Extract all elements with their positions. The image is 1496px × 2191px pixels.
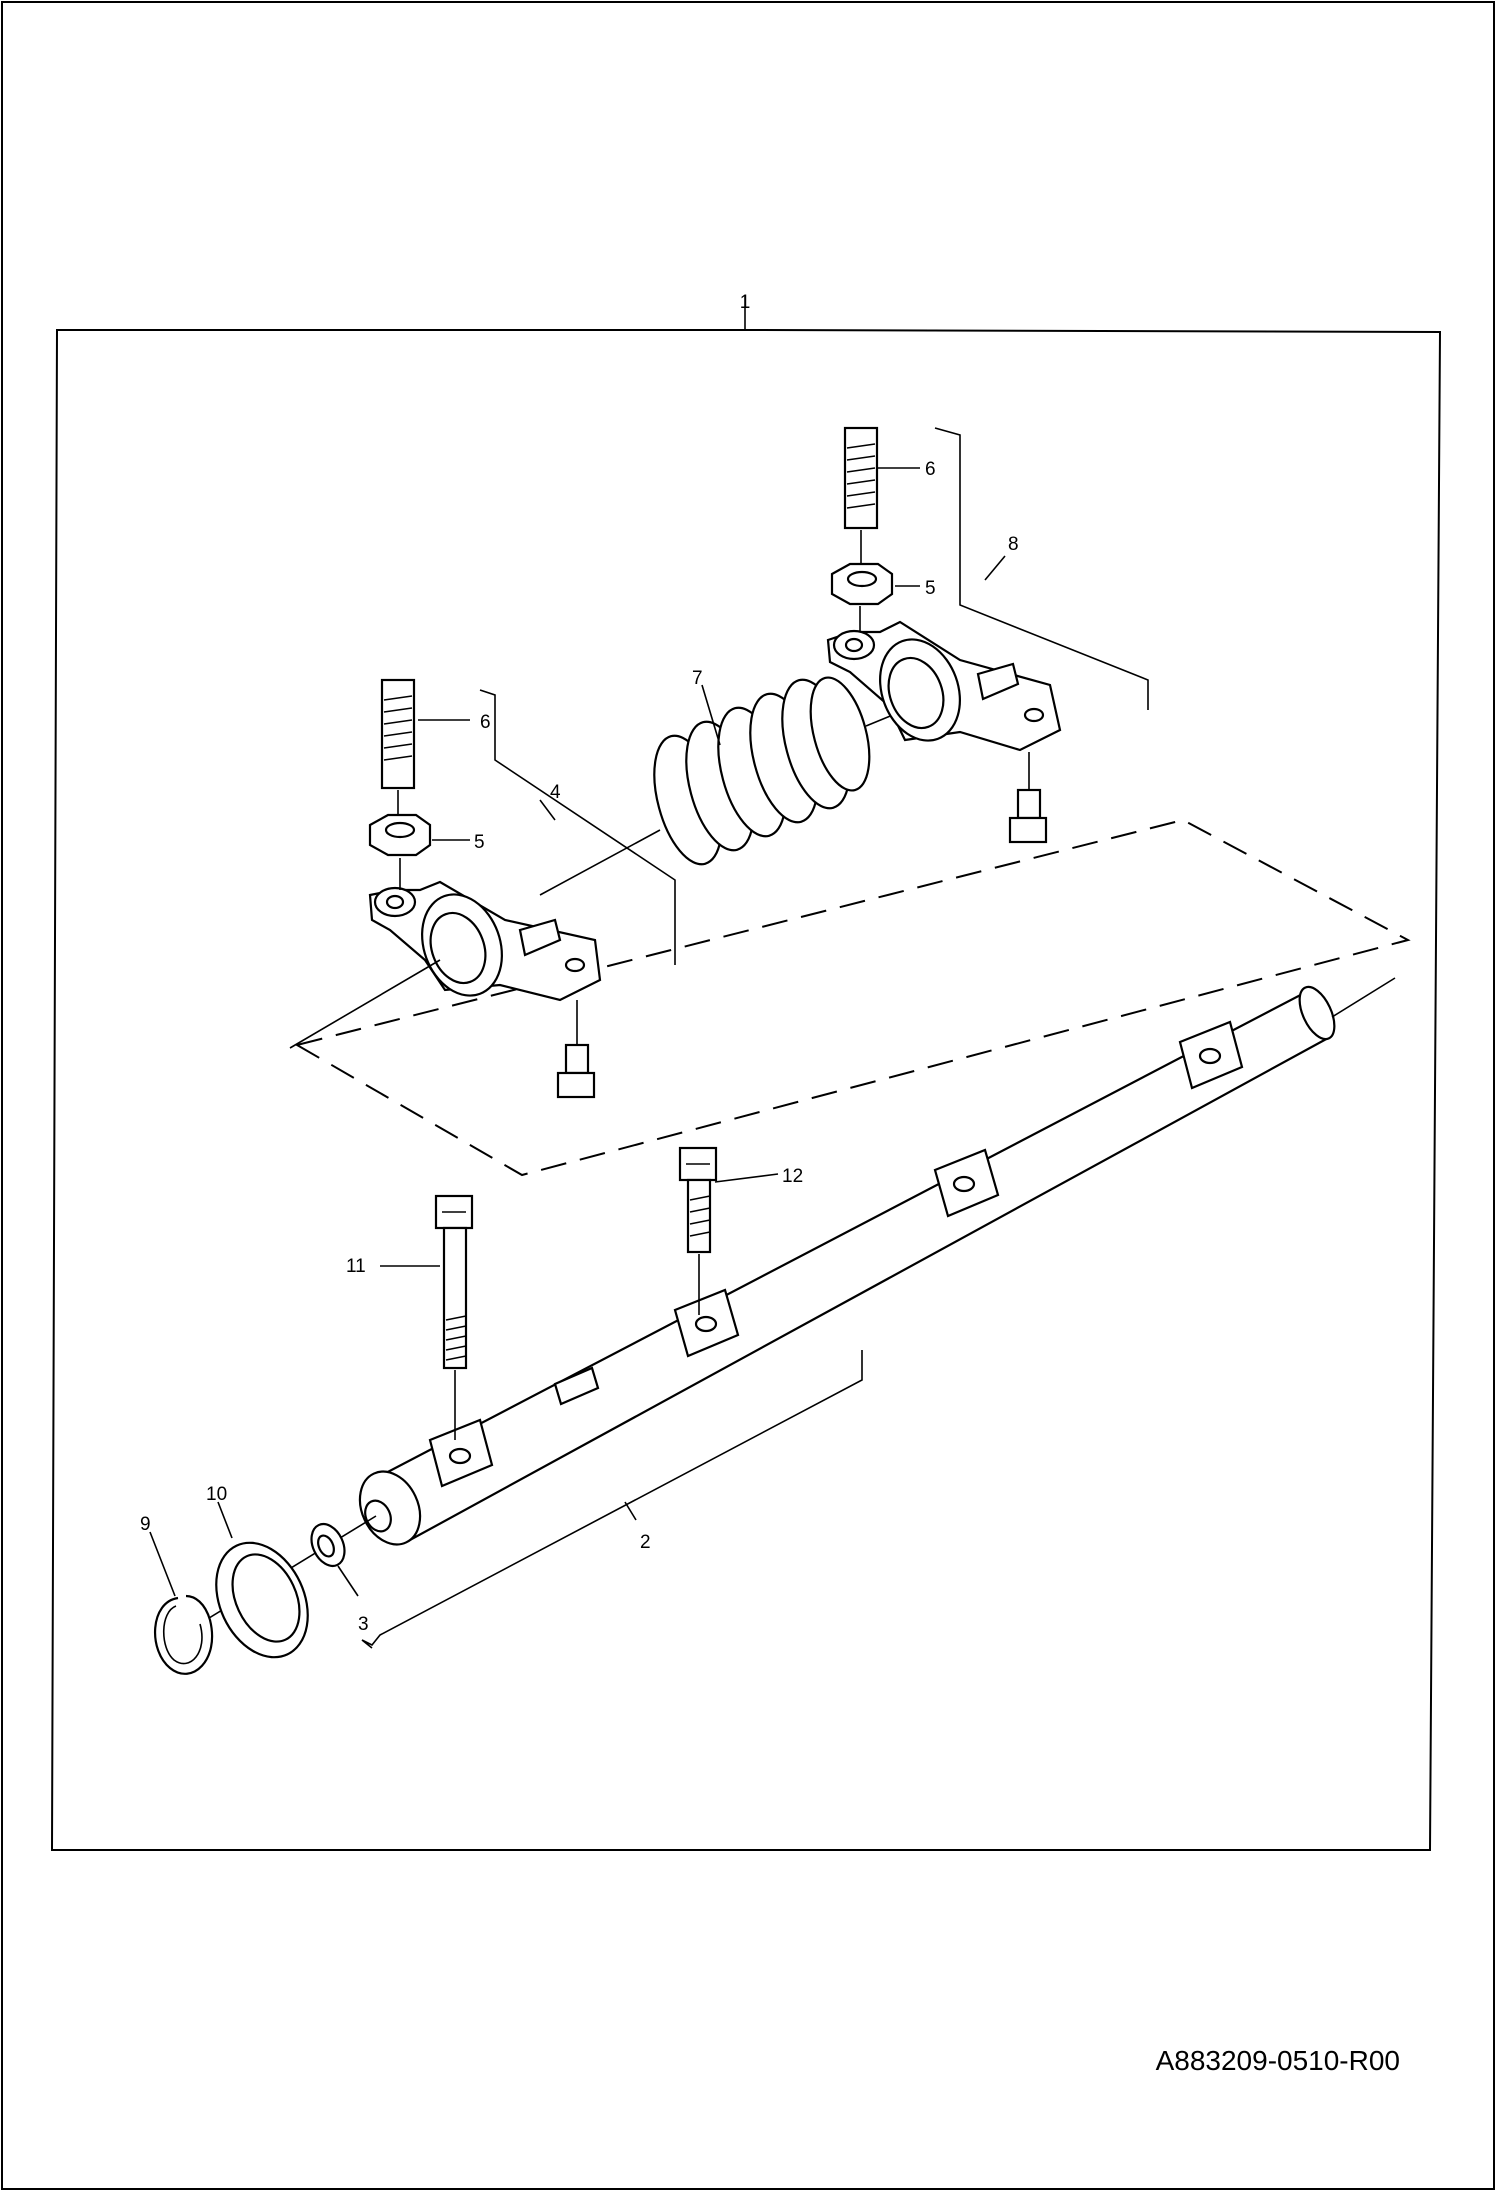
adjusting-screw-8	[1008, 788, 1048, 844]
callout-7: 7	[692, 668, 703, 689]
washer-3	[310, 1522, 346, 1568]
leader-2	[624, 1501, 637, 1521]
callout-3: 3	[358, 1614, 369, 1635]
callout-11: 11	[346, 1256, 366, 1277]
callout-12: 12	[782, 1166, 803, 1187]
stud-6-right	[843, 426, 879, 530]
callout-6-right: 6	[925, 459, 936, 480]
spring-7	[653, 676, 871, 866]
callout-9: 9	[140, 1514, 151, 1535]
leader-4	[539, 799, 556, 821]
snap-ring-9	[153, 1594, 214, 1675]
rocker-shaft	[358, 985, 1336, 1546]
leader-7	[701, 684, 721, 746]
subassembly-dashed-box	[294, 818, 1411, 1177]
callout-2: 2	[640, 1532, 651, 1553]
stud-6-left	[380, 678, 416, 790]
leader-9	[149, 1531, 176, 1597]
rocker-arm-4	[368, 880, 602, 1002]
assembly-frame	[50, 329, 1442, 1851]
bolt-12	[678, 1146, 718, 1254]
bracket-4	[479, 689, 676, 965]
callout-5-right: 5	[925, 578, 936, 599]
callout-1: 1	[740, 292, 751, 313]
callout-8: 8	[1008, 534, 1019, 555]
nut-5-right	[830, 562, 894, 606]
leader-3	[337, 1565, 359, 1597]
bracket-2	[361, 1350, 863, 1649]
rocker-4-axis	[289, 959, 441, 1049]
nut-5-left	[368, 813, 432, 857]
callout-4: 4	[550, 782, 561, 803]
leader-12	[714, 1173, 779, 1183]
document-number: A883209-0510-R00	[1156, 2045, 1400, 2076]
bracket-8	[934, 427, 1149, 710]
bolt-11	[434, 1194, 474, 1370]
shaft-axis-line	[1331, 977, 1396, 1018]
rocker-arm-8	[826, 620, 1062, 752]
callout-10: 10	[206, 1484, 227, 1505]
ring-10	[215, 1541, 309, 1659]
adjusting-screw-4	[556, 1043, 596, 1099]
leader-10	[217, 1501, 233, 1539]
spring-axis-left	[539, 829, 661, 896]
leader-8	[984, 555, 1006, 581]
callout-6-left: 6	[480, 712, 491, 733]
callout-5-left: 5	[474, 832, 485, 853]
